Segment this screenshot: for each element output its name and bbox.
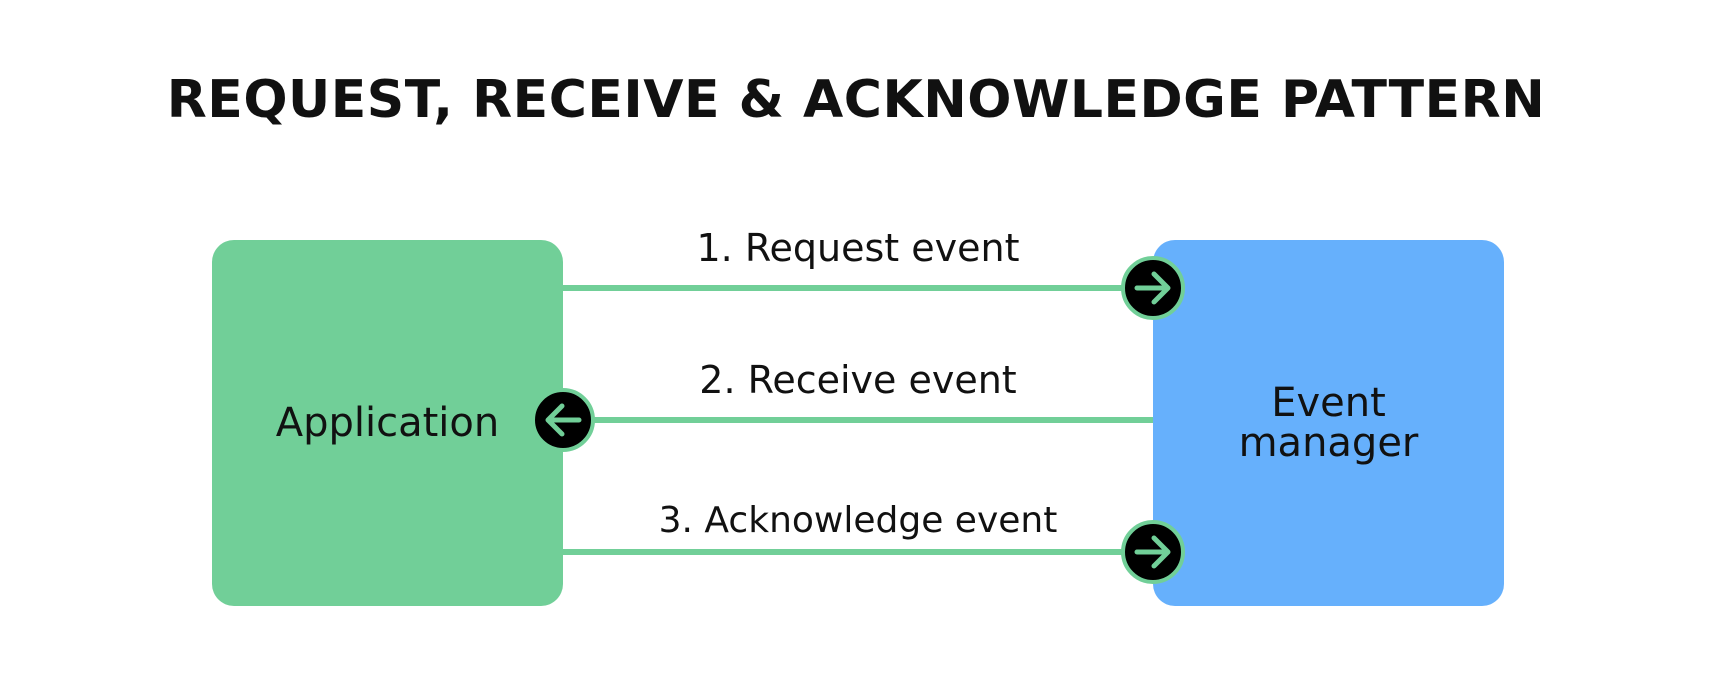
flow-label-receive: 2. Receive event (699, 358, 1017, 402)
flow-label-acknowledge: 3. Acknowledge event (658, 500, 1058, 541)
arrow-right-icon (1121, 520, 1185, 584)
arrow-left-icon (531, 388, 595, 452)
arrow-right-icon (1121, 256, 1185, 320)
flow-line-request (563, 285, 1153, 291)
diagram-title: REQUEST, RECEIVE & ACKNOWLEDGE PATTERN (166, 70, 1546, 130)
flow-line-receive (563, 417, 1153, 423)
event-manager-node: Event manager (1153, 240, 1504, 606)
event-manager-label: Event manager (1238, 380, 1419, 466)
flow-label-request: 1. Request event (696, 226, 1020, 270)
application-label: Application (275, 400, 500, 446)
application-node: Application (212, 240, 563, 606)
flow-line-acknowledge (563, 549, 1153, 555)
